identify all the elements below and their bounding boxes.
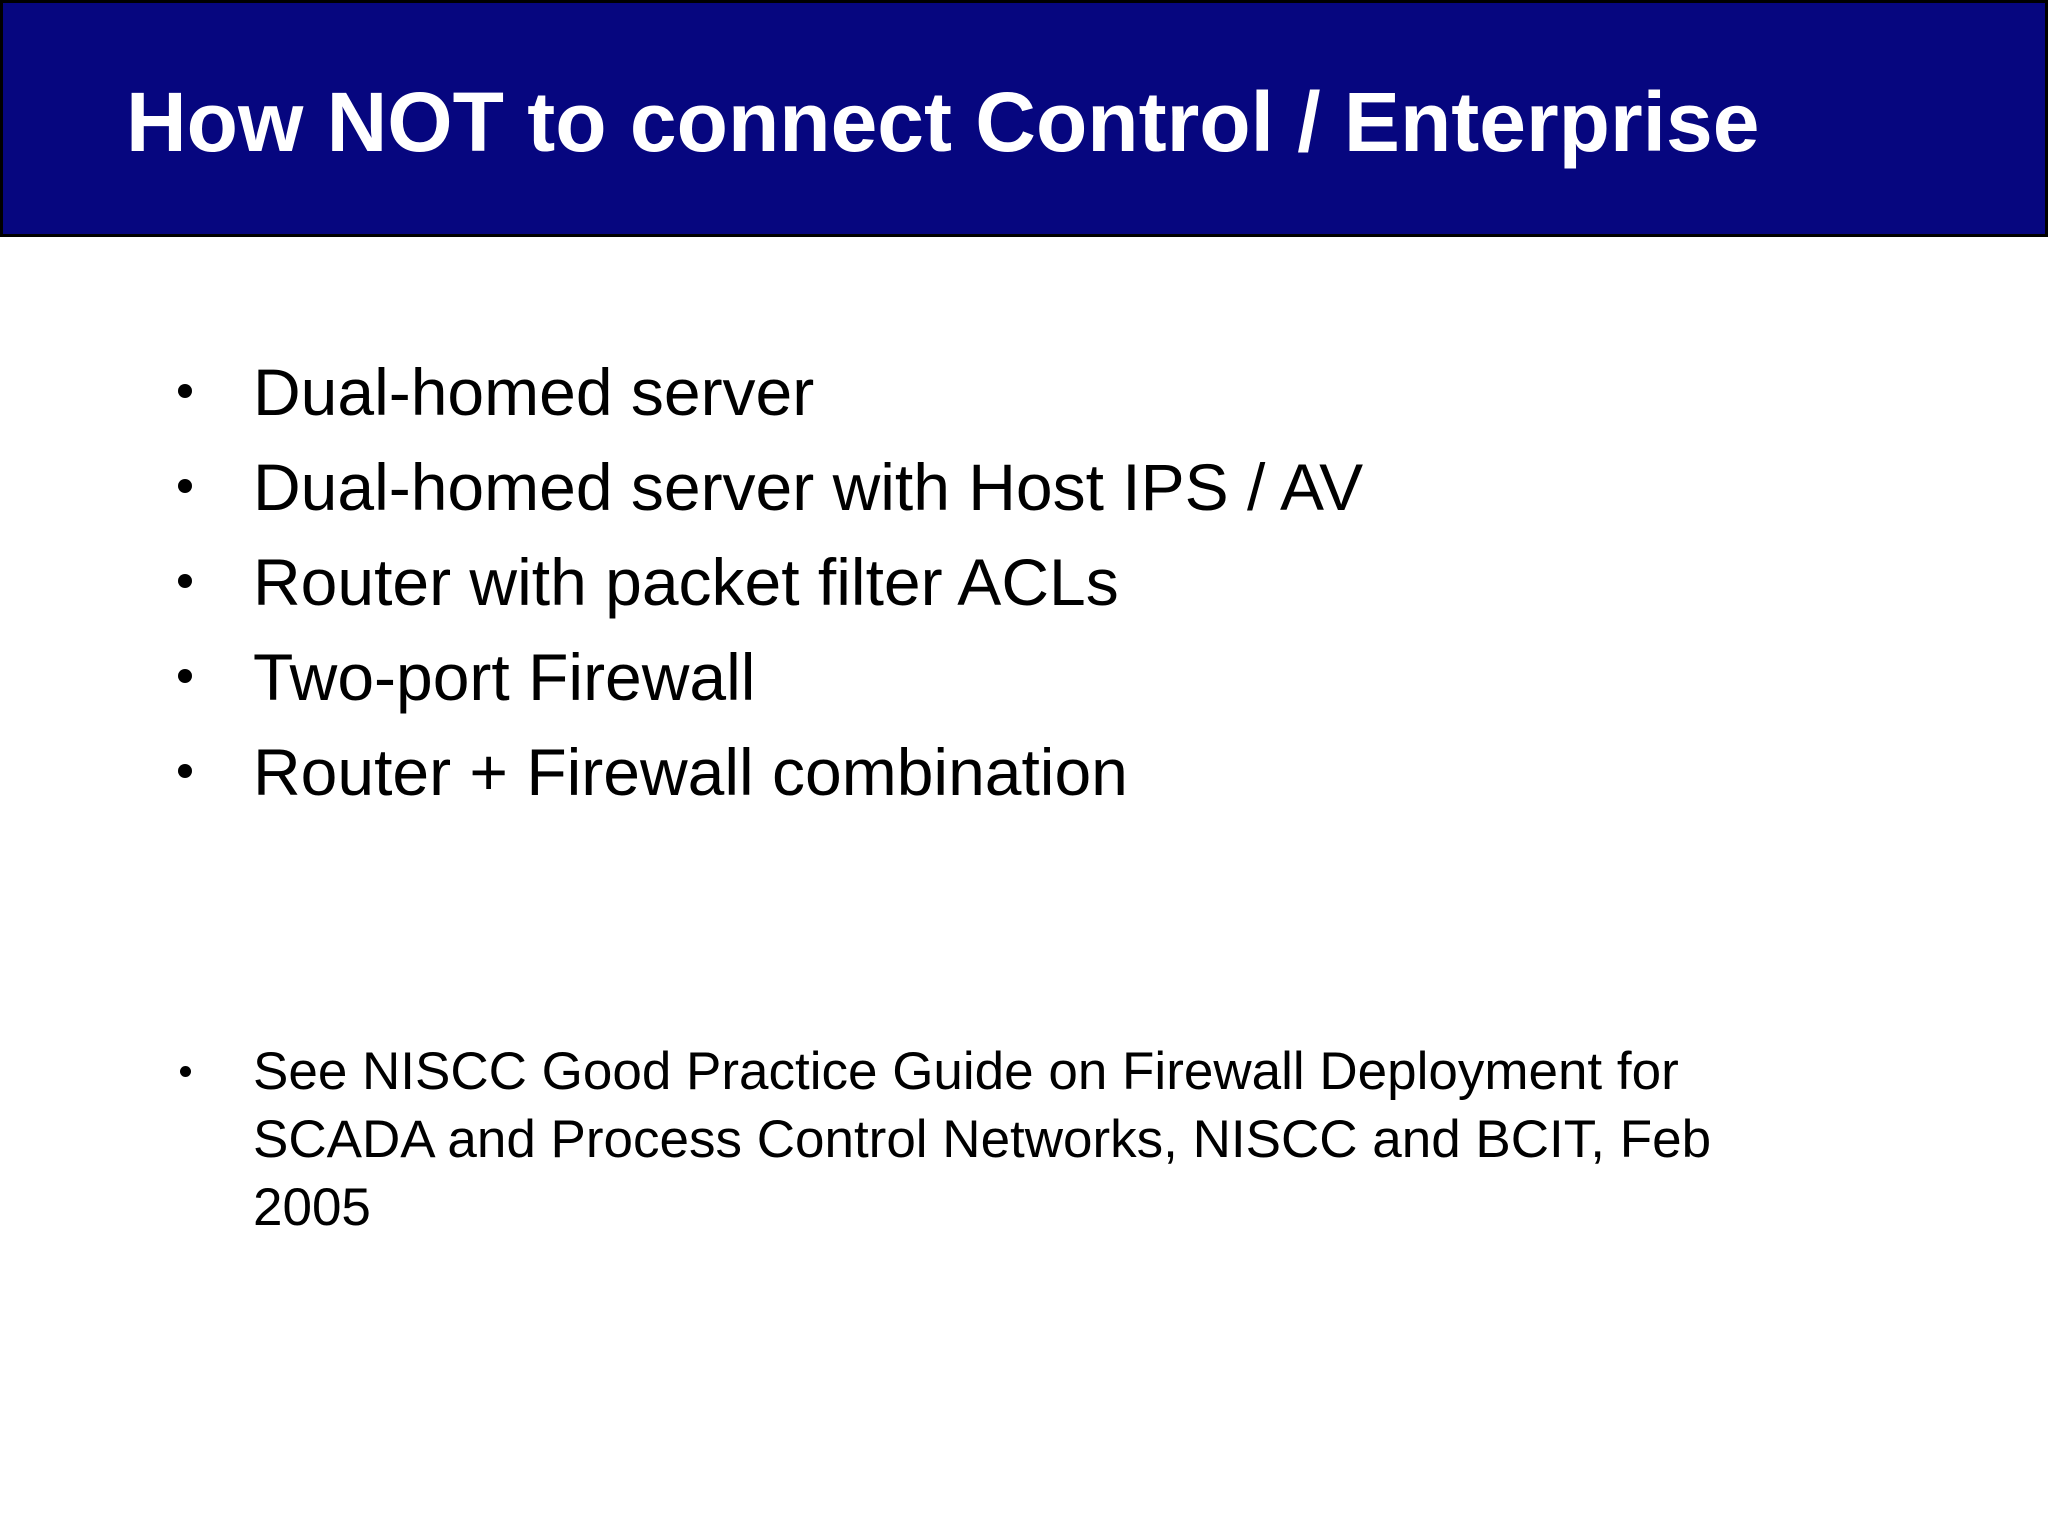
bullet-marker-icon [178, 669, 192, 683]
bullet-text: Dual-homed server [253, 355, 815, 429]
bullet-text: Router + Firewall combination [253, 735, 1128, 809]
bullet-item: Router + Firewall combination [178, 725, 1878, 820]
bullet-item: Router with packet filter ACLs [178, 535, 1878, 630]
footnote-text: See NISCC Good Practice Guide on Firewal… [253, 1042, 1712, 1237]
bullet-text: Dual-homed server with Host IPS / AV [253, 450, 1364, 524]
bullet-text: Two-port Firewall [253, 640, 756, 714]
bullet-marker-icon [178, 479, 192, 493]
bullet-item: Dual-homed server [178, 345, 1878, 440]
footnote-list: See NISCC Good Practice Guide on Firewal… [178, 1038, 1738, 1242]
bullet-text: Router with packet filter ACLs [253, 545, 1119, 619]
bullet-item: Two-port Firewall [178, 630, 1878, 725]
slide-title: How NOT to connect Control / Enterprise [126, 75, 1760, 169]
bullet-marker-icon [178, 764, 192, 778]
bullet-marker-icon [180, 1066, 191, 1077]
slide-title-bar: How NOT to connect Control / Enterprise [0, 0, 2048, 237]
bullet-list: Dual-homed server Dual-homed server with… [178, 345, 1878, 820]
bullet-marker-icon [178, 574, 192, 588]
footnote-item: See NISCC Good Practice Guide on Firewal… [178, 1038, 1738, 1242]
bullet-marker-icon [178, 384, 192, 398]
bullet-item: Dual-homed server with Host IPS / AV [178, 440, 1878, 535]
